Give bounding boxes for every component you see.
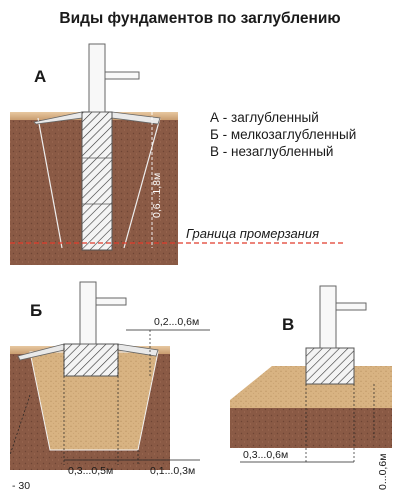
legend-item-b: Б - мелкозаглубленный: [210, 127, 356, 142]
pad-label-b: 0,1...0,3м: [150, 465, 195, 477]
pit-line-left: [37, 117, 63, 249]
floor-slab-b: [95, 297, 127, 306]
legend-item-a: А - заглубленный: [210, 110, 319, 125]
angle-label-b: - 30: [12, 480, 30, 492]
width-label-b: 0,3...0,5м: [68, 465, 113, 477]
floor-slab-a: [104, 71, 140, 80]
foundation-strip-a: [81, 111, 113, 251]
floor-slab-v: [335, 302, 367, 311]
foundation-b: [63, 343, 119, 377]
width-label-v: 0,3...0,6м: [243, 449, 288, 461]
pit-line-right: [123, 117, 161, 249]
wall-b: [79, 281, 97, 345]
label-v: В: [282, 315, 294, 334]
soil-block-v: [230, 408, 392, 448]
page-title: Виды фундаментов по заглублению: [59, 10, 340, 27]
depth-label-b: 0,2...0,6м: [154, 316, 199, 328]
wall-a: [88, 43, 106, 113]
diagram-a: 0,6...1,8м А Граница промерзания: [10, 43, 345, 265]
legend: А - заглубленный Б - мелкозаглубленный В…: [210, 110, 356, 159]
label-a: А: [34, 67, 46, 86]
depth-label-a: 0,6...1,8м: [151, 173, 163, 218]
diagram-b: 0,2...0,6м 0,3...0,5м 0,1...0,3м - 30 Б: [9, 281, 210, 492]
frost-label: Граница промерзания: [186, 226, 319, 241]
diagram-v: 0,3...0,6м 0...0,6м В: [230, 285, 392, 490]
legend-item-v: В - незаглубленный: [210, 144, 333, 159]
label-b: Б: [30, 301, 42, 320]
foundation-v: [305, 347, 355, 385]
depth-label-v: 0...0,6м: [377, 454, 389, 490]
wall-v: [319, 285, 337, 349]
